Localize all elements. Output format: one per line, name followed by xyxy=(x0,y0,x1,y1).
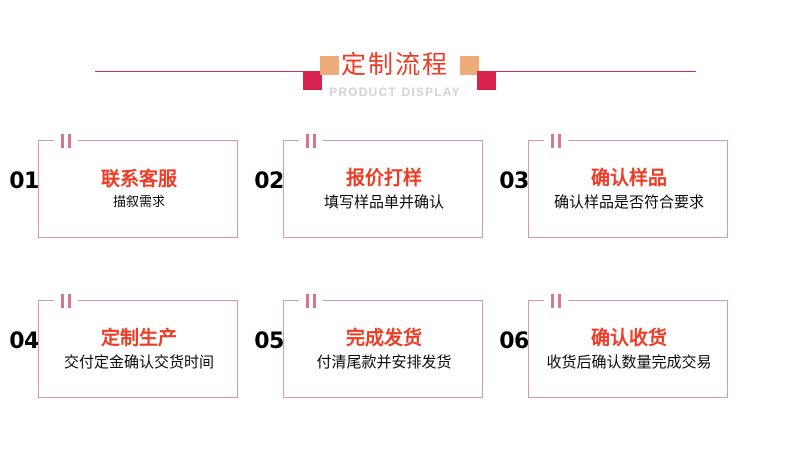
step-card: 确认收货 收货后确认数量完成交易 xyxy=(528,294,728,398)
header-square-crimson-right xyxy=(477,71,496,90)
step-number: 03 xyxy=(499,169,529,194)
process-step-06: 06 确认收货 收货后确认数量完成交易 xyxy=(494,294,744,400)
step-title: 报价打样 xyxy=(345,167,422,189)
step-title: 确认收货 xyxy=(590,327,667,349)
step-description: 付清尾款并安排发货 xyxy=(316,353,452,371)
step-card: 联系客服 描叙需求 xyxy=(38,134,238,238)
step-card: 定制生产 交付定金确认交货时间 xyxy=(38,294,238,398)
step-title: 确认样品 xyxy=(590,167,667,189)
process-step-03: 03 确认样品 确认样品是否符合要求 xyxy=(494,134,744,240)
step-description: 收货后确认数量完成交易 xyxy=(546,353,712,371)
step-number: 02 xyxy=(254,169,284,194)
process-step-01: 01 联系客服 描叙需求 xyxy=(4,134,254,240)
step-description: 确认样品是否符合要求 xyxy=(553,193,704,211)
step-description: 交付定金确认交货时间 xyxy=(63,353,214,371)
page-subtitle: PRODUCT DISPLAY xyxy=(329,85,461,99)
process-step-02: 02 报价打样 填写样品单并确认 xyxy=(249,134,499,240)
header-rule-right xyxy=(478,71,696,72)
double-bar-icon xyxy=(54,294,78,308)
process-step-04: 04 定制生产 交付定金确认交货时间 xyxy=(4,294,254,400)
step-number: 01 xyxy=(9,169,39,194)
double-bar-icon xyxy=(299,134,323,148)
header-square-crimson-left xyxy=(303,71,322,90)
step-card: 完成发货 付清尾款并安排发货 xyxy=(283,294,483,398)
double-bar-icon xyxy=(544,294,568,308)
step-title: 定制生产 xyxy=(100,327,177,349)
double-bar-icon xyxy=(54,134,78,148)
header-rule-left xyxy=(95,71,313,72)
header-square-orange-left xyxy=(320,56,339,75)
process-step-05: 05 完成发货 付清尾款并安排发货 xyxy=(249,294,499,400)
double-bar-icon xyxy=(299,294,323,308)
page-header: 定制流程 PRODUCT DISPLAY xyxy=(0,48,790,120)
step-title: 联系客服 xyxy=(100,168,177,190)
step-number: 04 xyxy=(9,329,39,354)
step-number: 05 xyxy=(254,329,284,354)
double-bar-icon xyxy=(544,134,568,148)
step-card: 确认样品 确认样品是否符合要求 xyxy=(528,134,728,238)
step-title: 完成发货 xyxy=(345,327,422,349)
step-description: 填写样品单并确认 xyxy=(323,193,444,211)
step-number: 06 xyxy=(499,329,529,354)
step-description: 描叙需求 xyxy=(112,195,165,210)
page-title: 定制流程 xyxy=(340,50,449,79)
step-card: 报价打样 填写样品单并确认 xyxy=(283,134,483,238)
header-square-orange-right xyxy=(460,56,479,75)
